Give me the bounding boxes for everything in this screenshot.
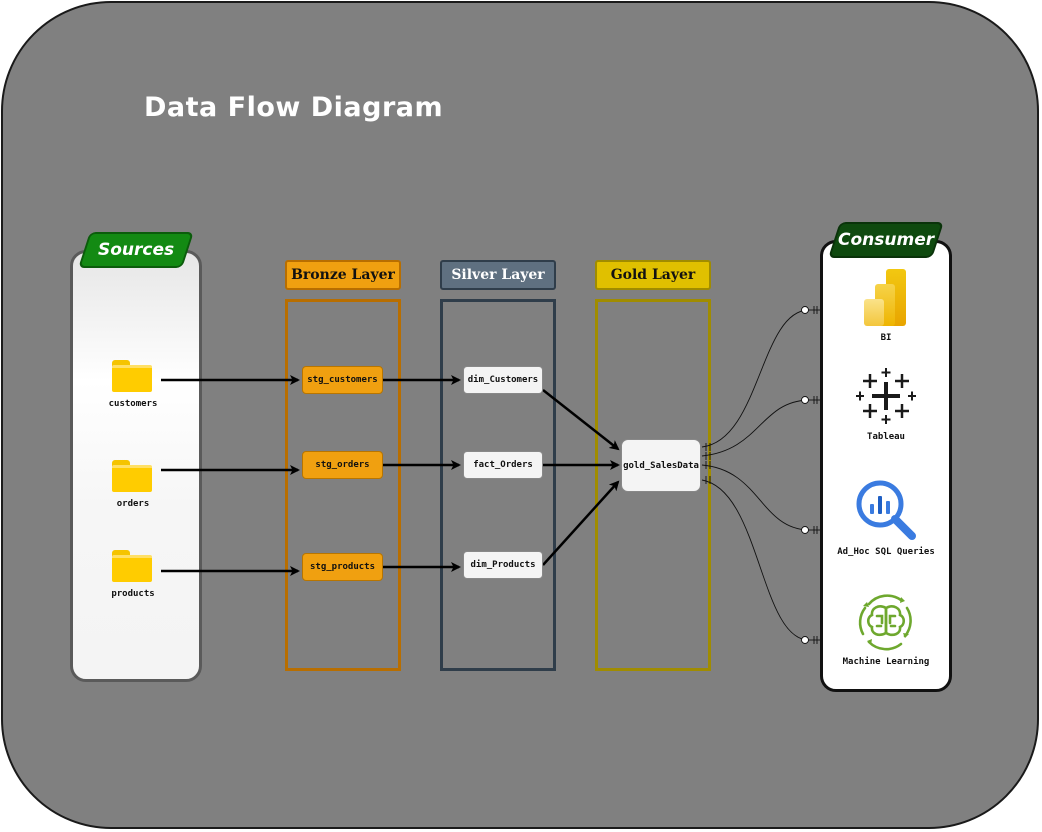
bronze-layer-header: Bronze Layer bbox=[285, 260, 401, 290]
node-stg-orders: stg_orders bbox=[302, 451, 383, 479]
tableau-icon bbox=[856, 368, 916, 424]
bronze-layer-box bbox=[285, 299, 401, 671]
consumer-label-bi: BI bbox=[880, 333, 892, 343]
consumer-tag-label: Consumer bbox=[837, 230, 935, 250]
silver-layer-box bbox=[440, 299, 556, 671]
brain-circuit-icon bbox=[858, 594, 912, 651]
source-label-products: products bbox=[111, 589, 155, 599]
gold-layer-header: Gold Layer bbox=[595, 260, 711, 290]
arrow-dim-customers-to-gold bbox=[542, 389, 620, 451]
source-label-customers: customers bbox=[108, 399, 158, 409]
consumer-tag: Consumer bbox=[828, 222, 944, 258]
node-stg-customers: stg_customers bbox=[302, 366, 383, 394]
consumer-label-ml: Machine Learning bbox=[842, 657, 930, 667]
arrow-dim-products-to-gold bbox=[542, 480, 620, 566]
link-gold-to-sql bbox=[701, 464, 809, 531]
folder-icon bbox=[112, 360, 152, 392]
consumer-label-tableau: Tableau bbox=[867, 432, 905, 442]
source-label-orders: orders bbox=[116, 499, 150, 509]
node-dim-products: dim_Products bbox=[463, 551, 543, 579]
gold-layer-box bbox=[595, 299, 711, 671]
link-gold-to-bi bbox=[701, 309, 809, 448]
silver-layer-header: Silver Layer bbox=[440, 260, 556, 290]
node-stg-products: stg_products bbox=[302, 553, 383, 581]
consumer-label-sql: Ad_Hoc SQL Queries bbox=[837, 547, 935, 557]
node-gold-salesdata: gold_SalesData bbox=[621, 439, 701, 492]
magnifier-chart-icon bbox=[856, 480, 916, 540]
power-bi-icon bbox=[864, 269, 906, 326]
folder-icon bbox=[112, 550, 152, 582]
page-title: Data Flow Diagram bbox=[144, 92, 444, 123]
node-fact-orders: fact_Orders bbox=[463, 451, 543, 479]
node-dim-customers: dim_Customers bbox=[463, 366, 543, 394]
link-gold-to-ml bbox=[701, 479, 809, 641]
link-gold-to-tableau bbox=[701, 399, 809, 457]
folder-icon bbox=[112, 460, 152, 492]
